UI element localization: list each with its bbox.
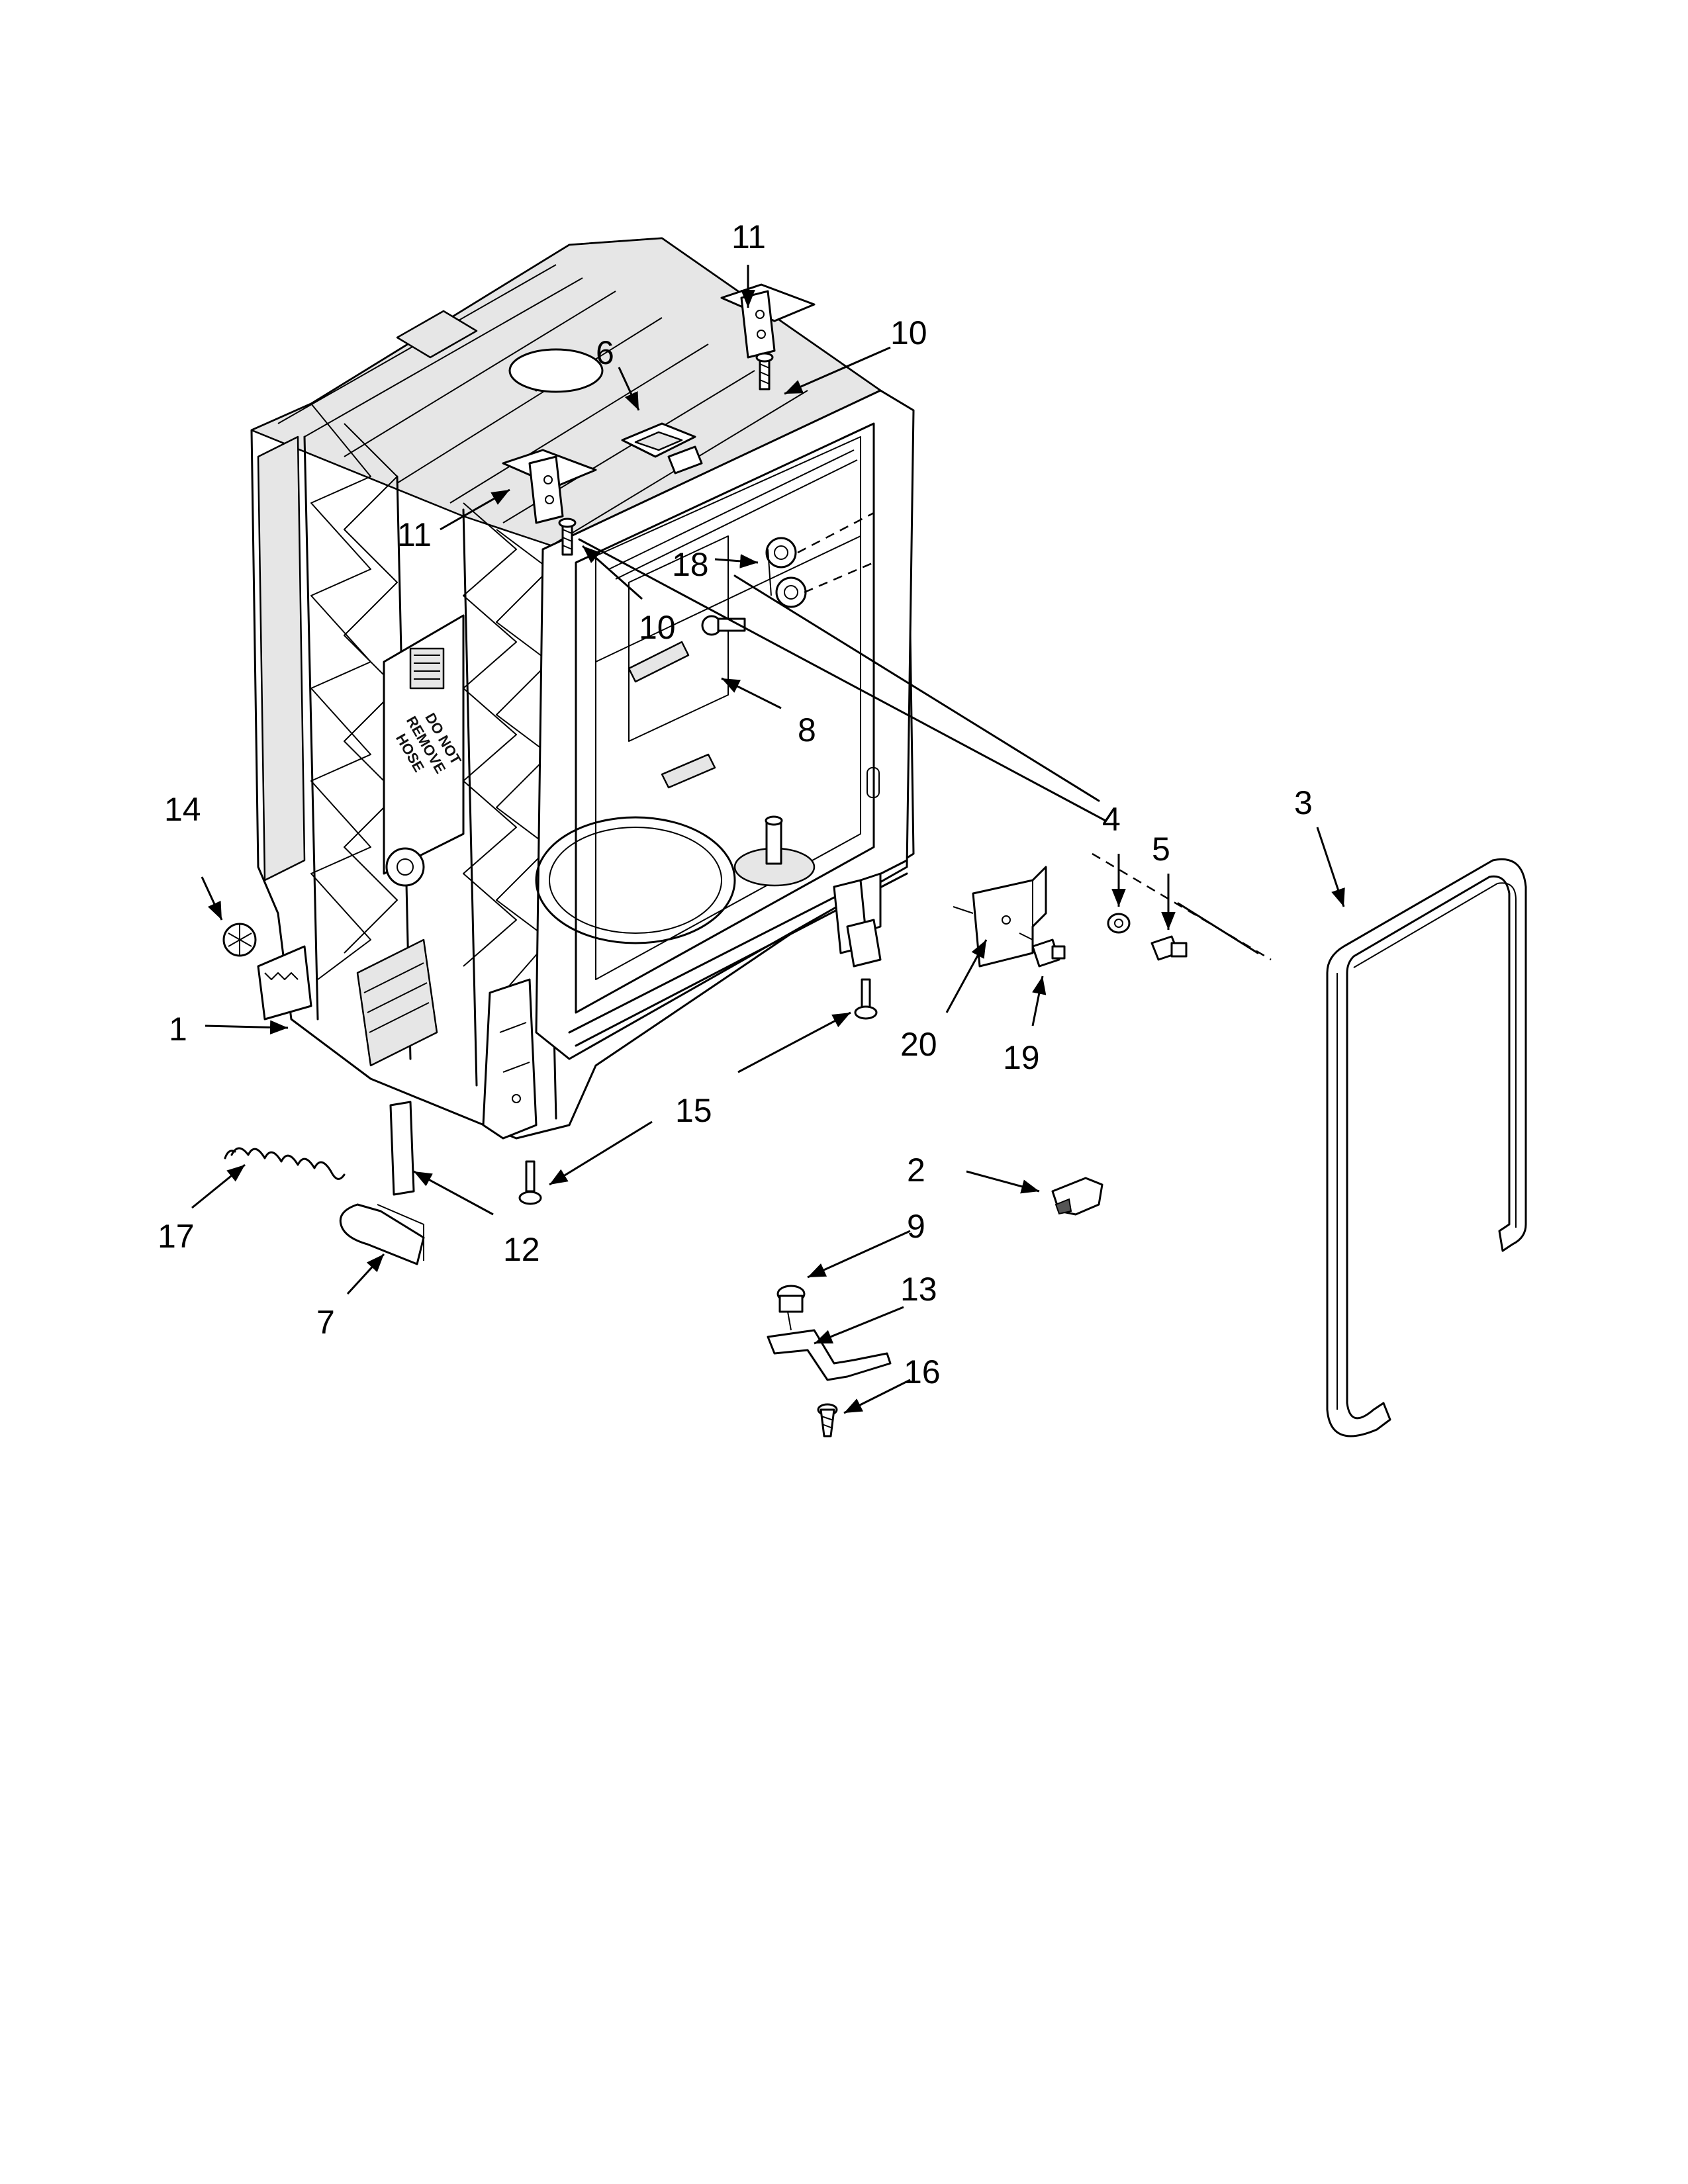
arrow-17 [191,1163,246,1209]
part-19-screw [1019,933,1066,968]
part-5-screw [1150,935,1188,961]
label-13: 13 [900,1271,937,1308]
label-10-mid: 10 [639,609,676,646]
label-7: 7 [316,1304,335,1341]
part-13-bracket [767,1329,892,1381]
arrow-3 [1316,827,1345,907]
label-19: 19 [1003,1039,1040,1076]
arrow-16 [843,1379,911,1414]
arrow-15-front [549,1120,653,1186]
arrow-10-top [784,346,891,395]
label-15: 15 [675,1092,712,1129]
part-9-thermostat [776,1285,806,1331]
label-5: 5 [1152,831,1170,868]
arrow-18 [714,554,759,569]
arrow-6 [618,367,640,411]
part-2-clip [1051,1177,1103,1216]
part-15-leveling-leg-front [518,1160,542,1205]
arrow-14 [201,876,223,921]
label-11-top: 11 [731,218,766,255]
label-6: 6 [596,334,614,371]
part-12-strip [389,1101,415,1196]
arrow-12 [413,1170,494,1216]
arrow-13 [814,1306,904,1345]
label-1: 1 [169,1011,187,1048]
tub-assembly: DO NOT REMOVE HOSE [250,237,915,1140]
label-14: 14 [164,791,201,828]
arrow-19 [1031,976,1047,1026]
part-labels: 11 10 6 11 10 18 8 4 5 3 20 19 14 1 15 1… [158,218,1313,1390]
label-8: 8 [798,711,816,749]
part-17-spring [224,1147,346,1180]
part-16-screw [817,1403,838,1437]
arrow-20 [945,939,988,1013]
arrow-7 [346,1253,385,1295]
label-17: 17 [158,1218,195,1255]
arrow-11-mid [440,488,510,531]
label-9: 9 [907,1208,925,1245]
part-3-door-gasket [1326,858,1527,1437]
screw-mid [558,518,577,556]
part-8-bolt [701,615,746,636]
label-18: 18 [672,546,709,583]
label-11-mid: 11 [397,516,432,553]
hinge-bracket-mid [502,449,597,524]
label-12: 12 [503,1231,540,1268]
arrow-2 [966,1170,1040,1194]
label-16: 16 [904,1353,941,1390]
part-20-bracket [953,866,1047,968]
part-15-leveling-leg-rear [854,978,878,1020]
part-4-nut [1107,913,1131,934]
part-14-grommet [222,923,257,957]
screw-top [755,352,774,390]
arrow-1 [205,1020,289,1035]
callout-arrows [191,265,1345,1414]
arrow-8 [721,677,782,709]
label-3: 3 [1294,784,1313,821]
part-7-pad [339,1203,425,1265]
label-20: 20 [900,1026,937,1063]
arrow-10-mid [582,545,643,600]
arrow-15-rear [737,1011,851,1073]
label-10-top: 10 [890,314,927,351]
arrow-9 [807,1230,911,1279]
label-4: 4 [1102,801,1121,838]
part-6-bracket [621,422,703,475]
label-2: 2 [907,1152,925,1189]
